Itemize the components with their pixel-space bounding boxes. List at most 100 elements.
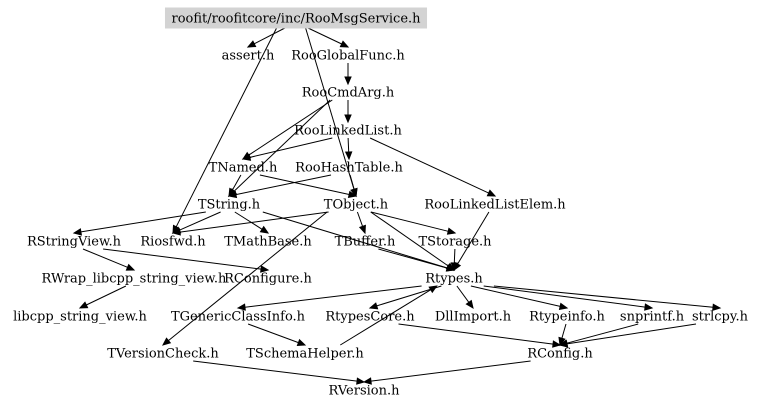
node-riosfwd-h[interactable]: Riosfwd.h: [140, 235, 206, 250]
arrowhead: [358, 224, 366, 235]
edge-line: [86, 285, 127, 306]
node-rooglobalfunc-h[interactable]: RooGlobalFunc.h: [291, 49, 405, 64]
node-roolinkedlistelem-h[interactable]: RooLinkedListElem.h: [424, 198, 566, 213]
edge-tnamed-to-tobject: [259, 174, 358, 199]
edge-line: [493, 285, 714, 308]
edge-rconfig-to-rversion: [362, 360, 531, 385]
arrowhead: [344, 76, 352, 86]
node-label: RooLinkedListElem.h: [424, 198, 566, 213]
node-tschemahelper-h[interactable]: TSchemaHelper.h: [246, 347, 364, 362]
edge-rooglobalfunc-to-roocmdarg: [344, 63, 352, 86]
edge-line: [103, 248, 262, 270]
node-strlcpy-h[interactable]: strlcpy.h: [692, 310, 749, 325]
edge-rstringview-to-rconfigure: [103, 248, 270, 273]
edge-line: [179, 211, 329, 233]
node-label: TString.h: [198, 198, 261, 213]
node-rwrap-libcpp-string-view-h[interactable]: RWrap_libcpp_string_view.h: [42, 272, 228, 287]
arrowhead: [260, 265, 270, 273]
edge-line: [82, 248, 128, 268]
node-rconfigure-h[interactable]: RConfigure.h: [224, 272, 312, 287]
edge-tschemahelper-to-rtypes: [340, 285, 438, 346]
node-label: RooGlobalFunc.h: [291, 49, 405, 64]
edge-line: [175, 25, 279, 228]
arrowhead: [339, 40, 350, 48]
node-roohashtable-h[interactable]: RooHashTable.h: [295, 161, 403, 176]
node-rversion-h[interactable]: RVersion.h: [329, 384, 401, 399]
edge-line: [235, 174, 332, 196]
edge-line: [356, 211, 364, 227]
arrowhead: [552, 340, 562, 348]
node-label: strlcpy.h: [692, 310, 749, 325]
arrowhead: [446, 227, 457, 235]
arrowhead: [350, 187, 358, 198]
node-rstringview-h[interactable]: RStringView.h: [27, 235, 122, 250]
node-label: Rtypes.h: [425, 272, 483, 287]
node-label: TNamed.h: [209, 161, 278, 176]
arrowhead: [347, 190, 358, 199]
arrowhead: [344, 114, 352, 124]
edge-tgenericclassinfo-to-tschemahelper: [247, 323, 307, 346]
edge-line: [249, 137, 333, 158]
edge-tbuffer-to-rtypes: [378, 248, 456, 272]
node-label: TMathBase.h: [224, 235, 312, 250]
node-rtypeinfo-h[interactable]: Rtypeinfo.h: [529, 310, 605, 325]
arrowhead: [486, 189, 497, 197]
edge-rtypes-to-strlcpy: [493, 285, 722, 312]
node-label: DllImport.h: [435, 310, 512, 325]
arrowhead: [246, 40, 257, 48]
node-label: TVersionCheck.h: [107, 347, 219, 362]
node-label: TStorage.h: [418, 235, 492, 250]
edge-line: [232, 174, 242, 191]
edge-line: [566, 323, 639, 344]
node-tstorage-h[interactable]: TStorage.h: [418, 235, 492, 250]
node-snprintf-h[interactable]: snprintf.h: [620, 310, 685, 325]
node-rconfig-h[interactable]: RConfig.h: [527, 347, 593, 362]
edge-line: [566, 323, 697, 345]
node-label: RWrap_libcpp_string_view.h: [42, 272, 228, 287]
node-label: roofit/roofitcore/inc/RooMsgService.h: [171, 12, 421, 27]
node-label: RVersion.h: [329, 384, 401, 399]
node-tversioncheck-h[interactable]: TVersionCheck.h: [107, 347, 219, 362]
edge-line: [233, 99, 331, 192]
edge-line: [398, 323, 554, 345]
node-tnamed-h[interactable]: TNamed.h: [209, 161, 278, 176]
edge-tstring-to-tmathbase: [234, 211, 270, 234]
edge-line: [349, 174, 355, 190]
edge-line: [378, 248, 448, 269]
node-dllimport-h[interactable]: DllImport.h: [435, 310, 512, 325]
node-roofit-roofitcore-inc-roomsgservice-h[interactable]: roofit/roofitcore/inc/RooMsgService.h: [164, 7, 428, 29]
node-roolinkedlist-h[interactable]: RooLinkedList.h: [294, 124, 402, 139]
edge-rtypes-to-tgenericclassinfo: [236, 285, 422, 311]
arrowhead: [296, 338, 307, 346]
node-tgenericclassinfo-h[interactable]: TGenericClassInfo.h: [171, 310, 306, 325]
node-label: RConfig.h: [527, 347, 593, 362]
arrowhead: [465, 299, 474, 310]
edges-layer: [72, 25, 722, 385]
edge-roolinkedlist-to-tnamed: [241, 137, 333, 161]
node-label: RooHashTable.h: [295, 161, 403, 176]
edge-tobject-to-riosfwd: [171, 211, 329, 236]
node-label: RtypesCore.h: [325, 310, 415, 325]
node-label: libcpp_string_view.h: [13, 310, 147, 325]
node-tmathbase-h[interactable]: TMathBase.h: [224, 235, 312, 250]
arrowhead: [72, 228, 83, 236]
node-roocmdarg-h[interactable]: RooCmdArg.h: [302, 86, 395, 101]
node-tbuffer-h[interactable]: TBuffer.h: [335, 235, 396, 250]
node-label: TSchemaHelper.h: [246, 347, 364, 362]
edge-rtypes-to-dllimport: [456, 285, 474, 310]
edge-rtypescore-to-rconfig: [398, 323, 562, 348]
node-tstring-h[interactable]: TString.h: [198, 198, 261, 213]
node-tobject-h[interactable]: TObject.h: [324, 198, 389, 213]
edge-tobject-to-tstorage: [370, 211, 457, 235]
arrowhead: [450, 262, 459, 272]
edge-line: [247, 323, 299, 344]
node-rtypescore-h[interactable]: RtypesCore.h: [325, 310, 415, 325]
node-libcpp-string-view-h[interactable]: libcpp_string_view.h: [13, 310, 147, 325]
node-rtypes-h[interactable]: Rtypes.h: [425, 272, 483, 287]
nodes-layer: roofit/roofitcore/inc/RooMsgService.h ass…: [13, 7, 749, 399]
node-assert-h[interactable]: assert.h: [222, 49, 275, 64]
edge-tobject-to-tbuffer: [356, 211, 366, 235]
arrowhead: [236, 303, 246, 311]
edge-strlcpy-to-rconfig: [558, 323, 697, 348]
